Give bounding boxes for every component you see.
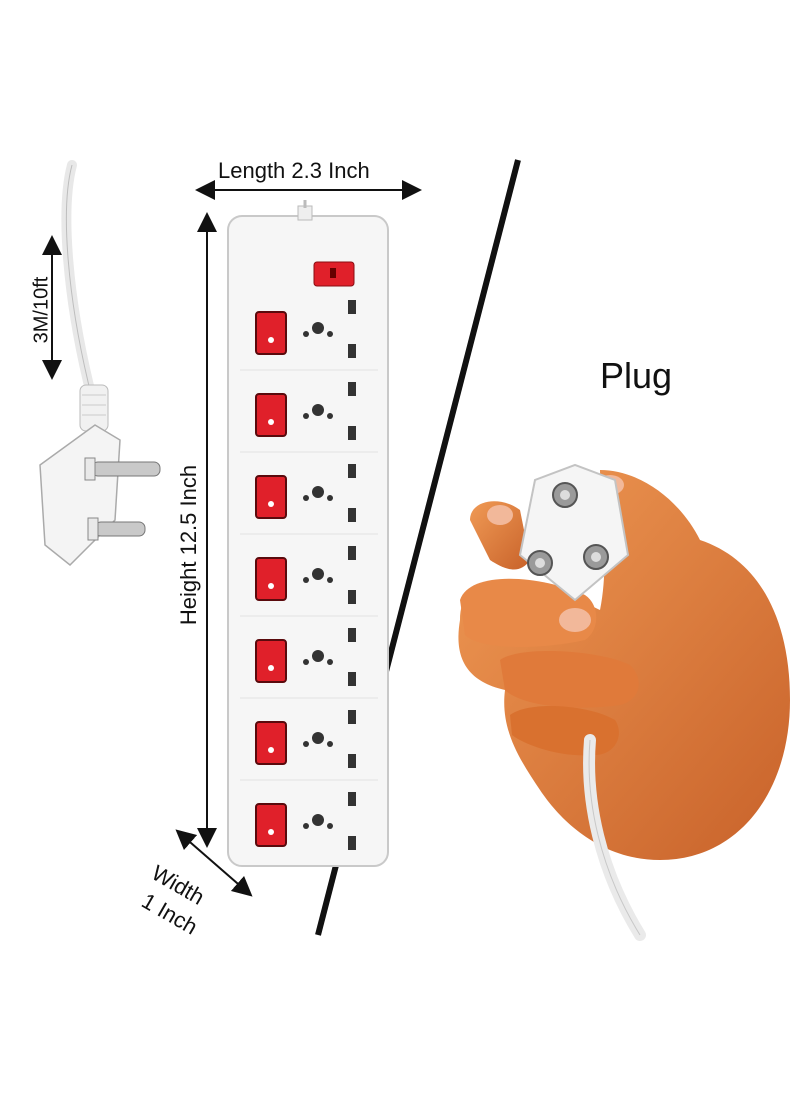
socket-outlet	[303, 546, 356, 604]
socket-switch	[255, 639, 287, 683]
height-label: Height 12.5 Inch	[176, 464, 201, 626]
cable-length-label: 3M/10ft	[30, 276, 53, 344]
switch-indicator	[268, 337, 274, 343]
switch-indicator	[268, 665, 274, 671]
socket-switch	[255, 557, 287, 601]
width-arrow	[175, 829, 253, 897]
socket-switch	[255, 803, 287, 847]
switch-indicator	[268, 829, 274, 835]
length-label: Length 2.3 Inch	[218, 158, 370, 183]
switch-indicator	[268, 583, 274, 589]
socket-outlet	[303, 382, 356, 440]
hand-icon	[458, 470, 790, 941]
socket-outlet	[303, 792, 356, 850]
socket-outlet	[303, 300, 356, 358]
socket-outlet	[303, 710, 356, 768]
switch-indicator	[268, 501, 274, 507]
plug-icon	[39, 424, 161, 567]
plug-label: Plug	[600, 355, 673, 396]
switch-indicator	[268, 747, 274, 753]
held-plug-icon	[518, 463, 630, 602]
power-strip-icon	[227, 200, 389, 867]
switch-indicator	[268, 419, 274, 425]
socket-switch	[255, 721, 287, 765]
socket-switch	[255, 311, 287, 355]
socket-outlet	[303, 628, 356, 686]
socket-switch	[255, 393, 287, 437]
strain-relief-icon	[79, 384, 109, 432]
socket-outlet	[303, 464, 356, 522]
socket-switch	[255, 475, 287, 519]
